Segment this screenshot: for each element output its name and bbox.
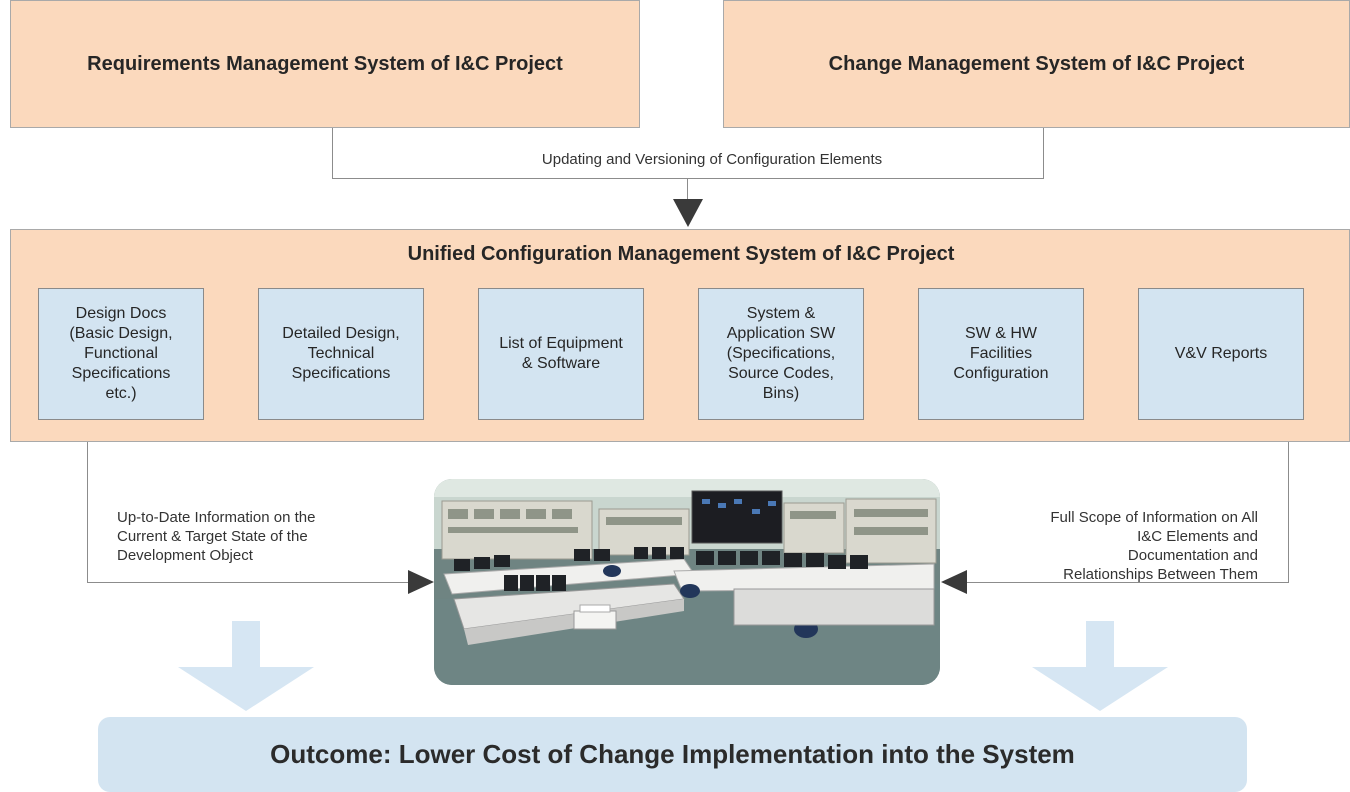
unified-configuration-box: Unified Configuration Management System … xyxy=(10,229,1350,442)
right-side-horizontal xyxy=(966,582,1288,583)
change-management-label: Change Management System of I&C Project xyxy=(828,52,1245,75)
outcome-label: Outcome: Lower Cost of Change Implementa… xyxy=(270,739,1075,769)
left-pointing-arrow-icon xyxy=(941,570,967,594)
unified-title: Unified Configuration Management System … xyxy=(407,243,955,265)
application-sw-label: System & Application SW (Specifications,… xyxy=(726,305,836,402)
connector-center-vertical xyxy=(687,178,688,200)
requirements-management-label: Requirements Management System of I&C Pr… xyxy=(87,52,563,75)
detailed-design-box: Detailed Design, Technical Specification… xyxy=(258,288,424,420)
equipment-list-box: List of Equipment & Software xyxy=(478,288,644,420)
left-note: Up-to-Date Information on the Current & … xyxy=(117,509,316,564)
change-management-box: Change Management System of I&C Project xyxy=(723,0,1350,128)
right-note: Full Scope of Information on All I&C Ele… xyxy=(1050,509,1258,583)
down-arrow-icon xyxy=(673,199,703,227)
detailed-design-label: Detailed Design, Technical Specification… xyxy=(282,325,400,382)
connector-horizontal xyxy=(332,178,1044,179)
right-side-vertical xyxy=(1288,442,1289,583)
facilities-config-box: SW & HW Facilities Configuration xyxy=(918,288,1084,420)
design-docs-box: Design Docs (Basic Design, Functional Sp… xyxy=(38,288,204,420)
equipment-list-label: List of Equipment & Software xyxy=(499,335,623,372)
application-sw-box: System & Application SW (Specifications,… xyxy=(698,288,864,420)
control-room-illustration xyxy=(434,479,940,685)
left-down-arrow-icon xyxy=(178,621,314,711)
outcome-banner: Outcome: Lower Cost of Change Implementa… xyxy=(98,717,1247,792)
right-down-arrow-icon xyxy=(1032,621,1168,711)
connector-left-vertical xyxy=(332,128,333,179)
connector-label: Updating and Versioning of Configuration… xyxy=(541,151,883,168)
facilities-config-label: SW & HW Facilities Configuration xyxy=(953,325,1049,382)
requirements-management-box: Requirements Management System of I&C Pr… xyxy=(10,0,640,128)
left-side-vertical xyxy=(87,442,88,583)
left-side-horizontal xyxy=(87,582,409,583)
vv-reports-label: V&V Reports xyxy=(1174,345,1268,362)
right-pointing-arrow-icon xyxy=(408,570,434,594)
design-docs-label: Design Docs (Basic Design, Functional Sp… xyxy=(69,305,173,402)
connector-right-vertical xyxy=(1043,128,1044,179)
vv-reports-box: V&V Reports xyxy=(1138,288,1304,420)
